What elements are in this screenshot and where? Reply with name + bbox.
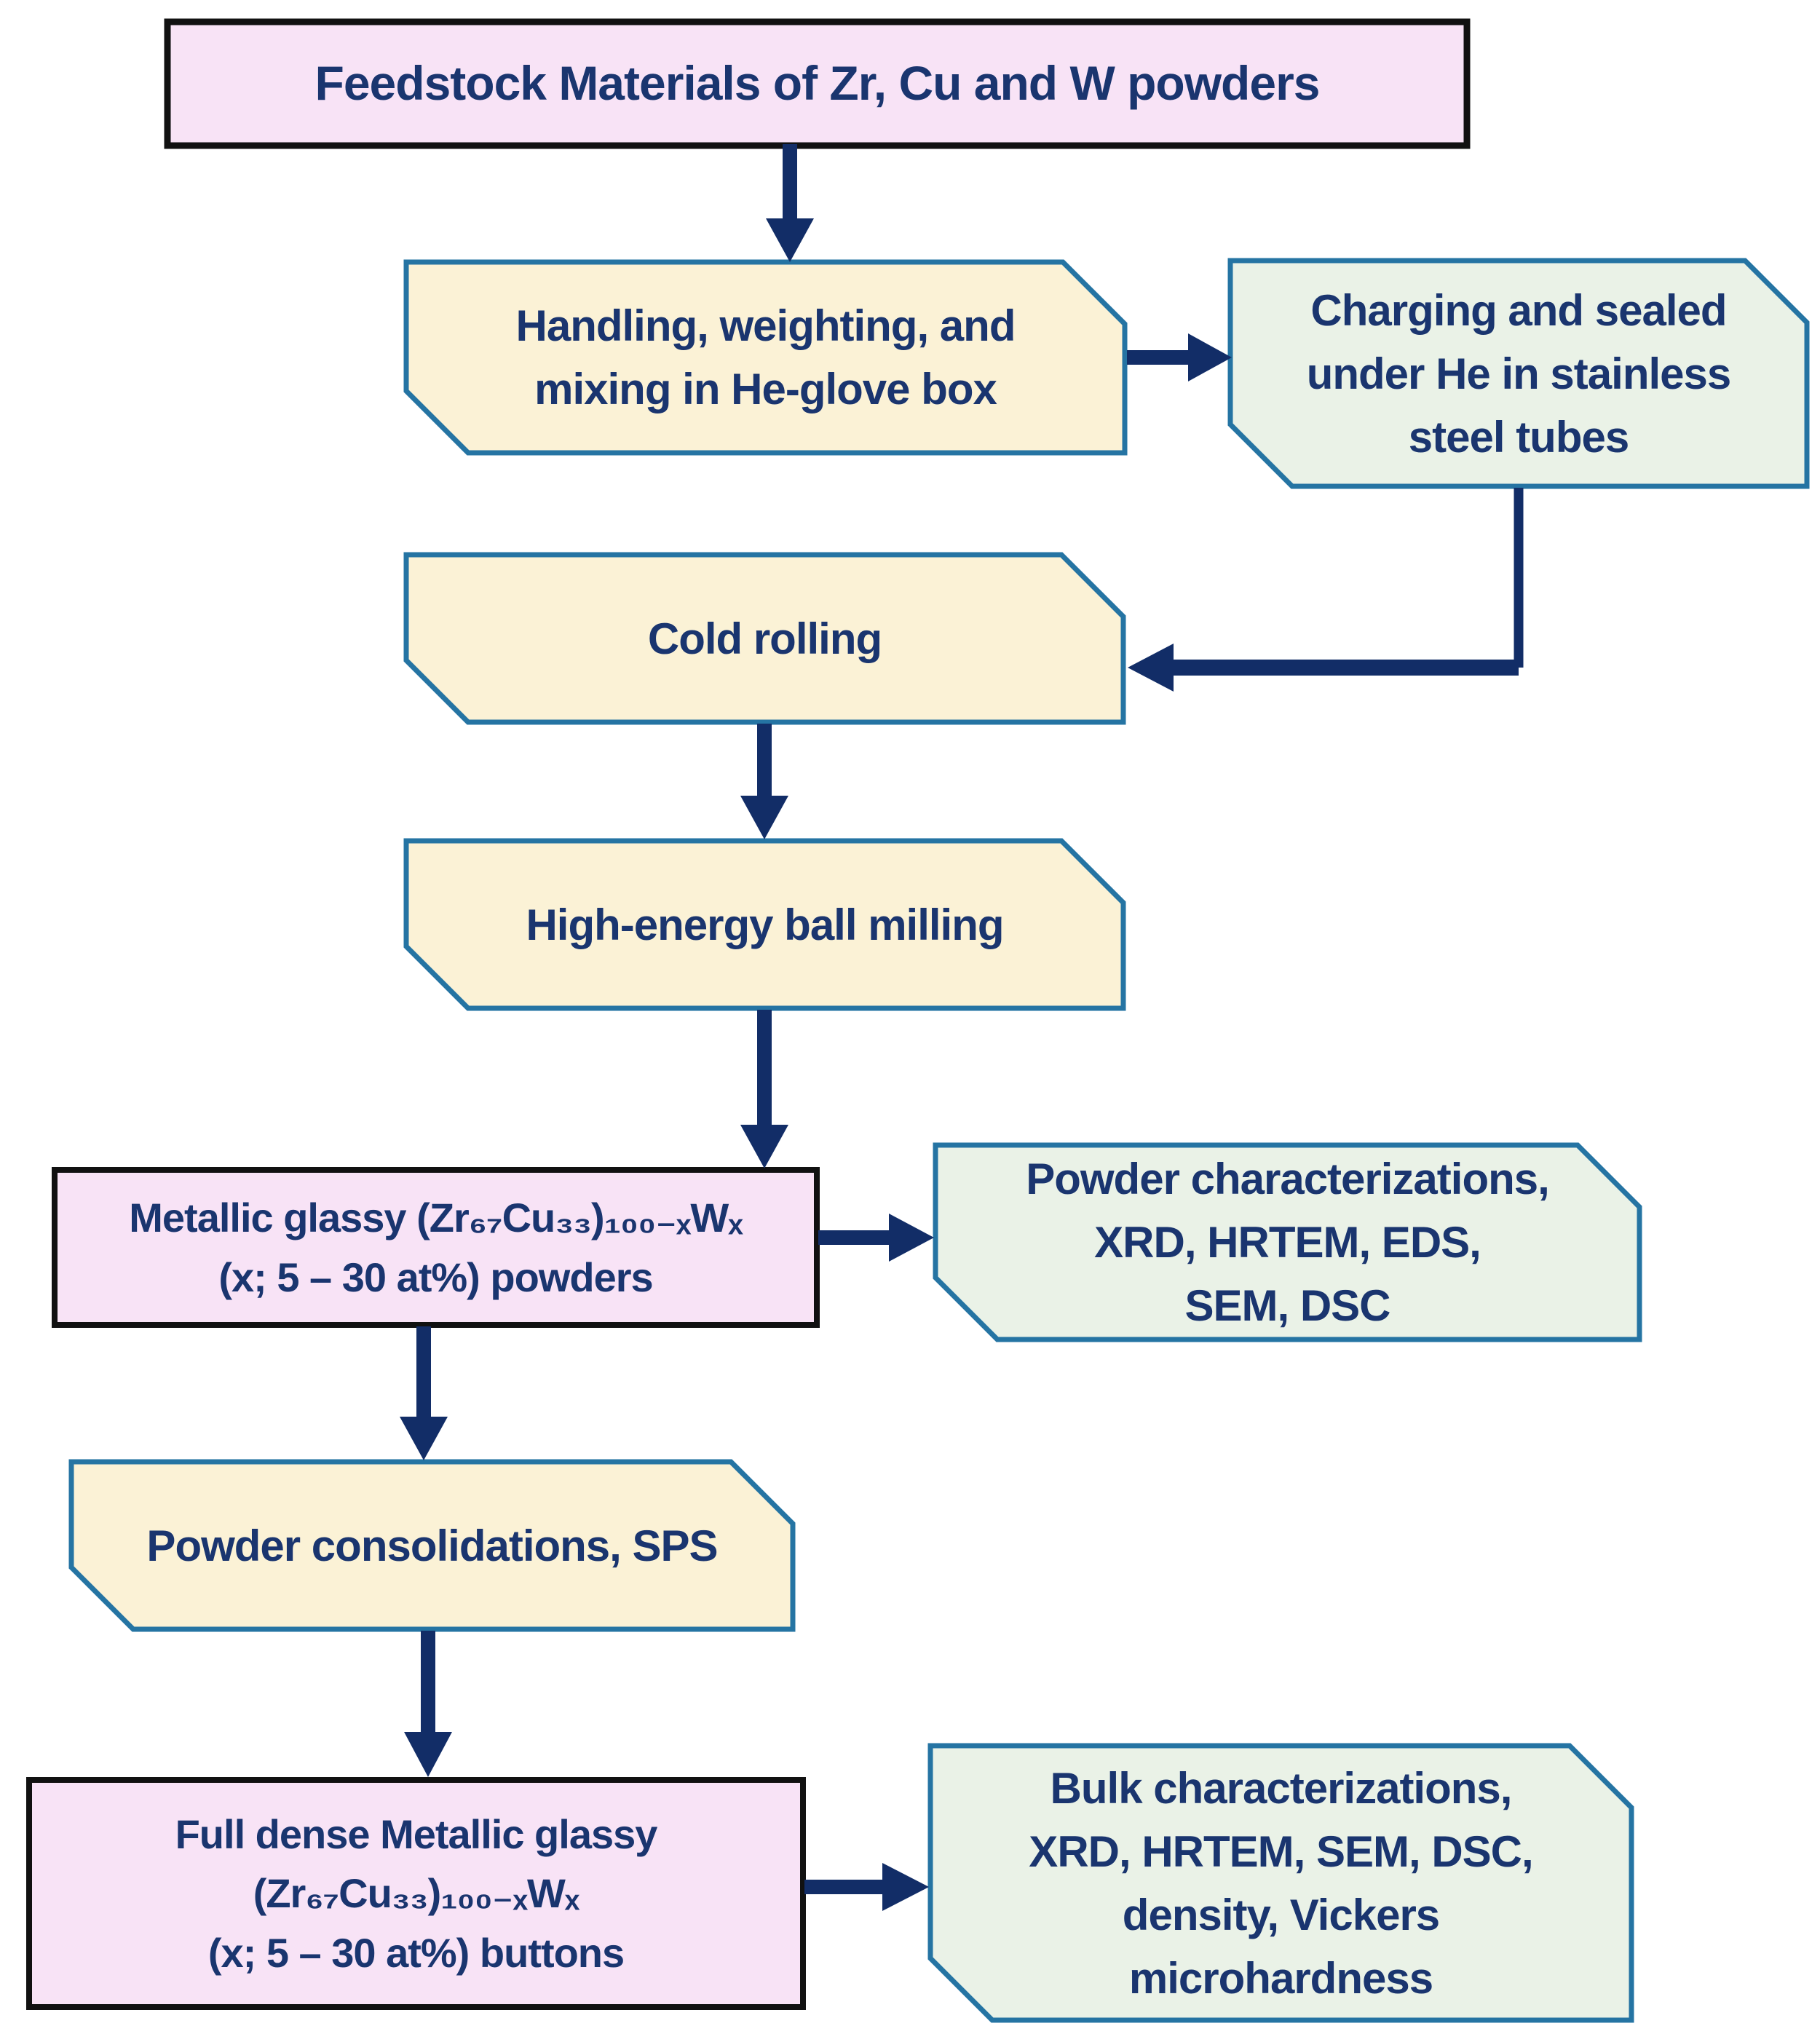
node-feedstock-line: Feedstock Materials of Zr, Cu and W powd… (314, 56, 1321, 111)
arrow-ball-milling-to-mg-powders (740, 1010, 788, 1168)
arrow-mg-powders-to-powder-char (818, 1214, 934, 1262)
arrow-feedstock-to-handling (766, 144, 814, 262)
node-charging-shape (1227, 258, 1810, 489)
node-handling-shape (403, 259, 1128, 456)
node-powder-char-line: SEM, DSC (1184, 1281, 1390, 1330)
node-ball-milling-line: High-energy ball milling (526, 900, 1004, 949)
node-charging-label: Charging and sealed under He in stainles… (1230, 261, 1807, 486)
node-cold-rolling-label: Cold rolling (406, 555, 1123, 722)
node-full-dense-shape (26, 1777, 806, 2010)
arrow-cold-rolling-to-ball-milling (740, 724, 788, 839)
node-consolidation-label: Powder consolidations, SPS (71, 1462, 793, 1629)
node-mg-powders-shape (52, 1167, 820, 1328)
arrow-handling-to-charging (1127, 333, 1232, 381)
node-powder-char-line: Powder characterizations, (1026, 1155, 1550, 1203)
node-bulk-char-line: microhardness (1128, 1953, 1433, 2003)
node-bulk-char-shape (927, 1743, 1634, 2023)
node-mg-powders-line: Metallic glassy (Zr₆₇Cu₃₃)₁₀₀₋ₓWₓ (129, 1195, 743, 1241)
arrow-charging-to-cold-rolling (1128, 488, 1524, 692)
node-powder-char-label: Powder characterizations, XRD, HRTEM, ED… (935, 1145, 1639, 1339)
arrow-mg-powders-to-consolidation (400, 1326, 448, 1460)
node-bulk-char-line: XRD, HRTEM, SEM, DSC, (1029, 1827, 1533, 1876)
node-ball-milling-shape (403, 838, 1126, 1011)
node-handling-line: mixing in He-glove box (534, 365, 997, 413)
node-feedstock-shape (164, 18, 1471, 149)
node-ball-milling-label: High-energy ball milling (406, 841, 1123, 1008)
node-cold-rolling-shape (403, 552, 1126, 725)
node-handling-line: Handling, weighting, and (515, 301, 1016, 350)
node-powder-char-line: XRD, HRTEM, EDS, (1094, 1218, 1481, 1267)
node-handling-label: Handling, weighting, and mixing in He-gl… (406, 262, 1125, 453)
node-cold-rolling-line: Cold rolling (647, 614, 882, 663)
arrow-consolidation-to-full-dense (404, 1631, 452, 1777)
node-feedstock-label: Feedstock Materials of Zr, Cu and W powd… (167, 22, 1467, 146)
node-bulk-char-line: density, Vickers (1122, 1890, 1440, 1939)
node-full-dense-line: Full dense Metallic glassy (175, 1811, 658, 1858)
node-full-dense-label: Full dense Metallic glassy (Zr₆₇Cu₃₃)₁₀₀… (29, 1780, 803, 2007)
node-full-dense-line: (x; 5 – 30 at%) buttons (207, 1929, 625, 1976)
node-mg-powders-line: (x; 5 – 30 at%) powders (218, 1254, 653, 1300)
node-consolidation-line: Powder consolidations, SPS (146, 1521, 718, 1570)
node-charging-line: steel tubes (1408, 412, 1629, 462)
node-powder-char-shape (933, 1142, 1642, 1342)
node-full-dense-line: (Zr₆₇Cu₃₃)₁₀₀₋ₓWₓ (253, 1870, 580, 1917)
node-consolidation-shape (68, 1459, 796, 1632)
node-bulk-char-line: Bulk characterizations, (1050, 1763, 1513, 1813)
arrow-full-dense-to-bulk-char (804, 1863, 929, 1911)
node-charging-line: Charging and sealed (1310, 285, 1727, 335)
node-bulk-char-label: Bulk characterizations, XRD, HRTEM, SEM,… (930, 1746, 1631, 2020)
node-mg-powders-label: Metallic glassy (Zr₆₇Cu₃₃)₁₀₀₋ₓWₓ (x; 5 … (55, 1170, 817, 1325)
node-charging-line: under He in stainless (1306, 349, 1732, 398)
